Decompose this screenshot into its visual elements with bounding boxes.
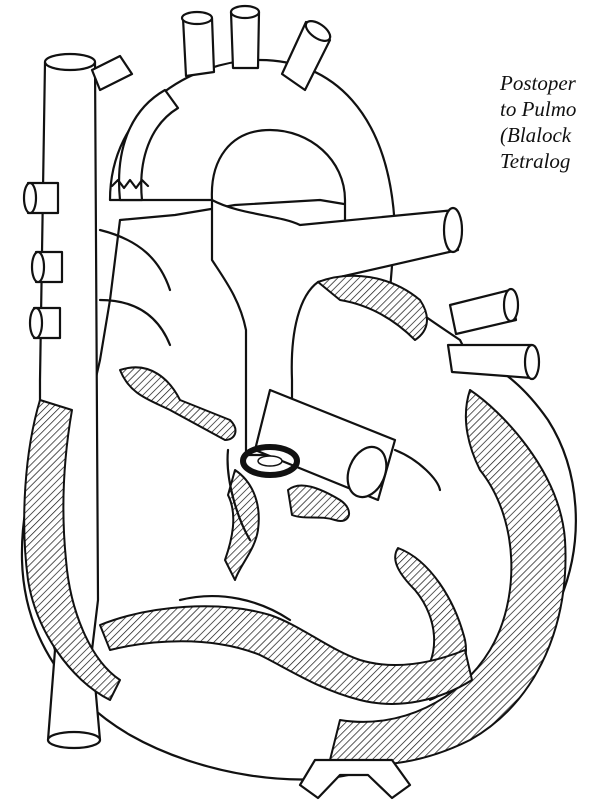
right-pulmonary-vein-1-opening bbox=[504, 289, 518, 321]
pulmonary-vein-1-opening bbox=[24, 183, 36, 213]
pulmonary-valve-inner bbox=[258, 456, 282, 466]
pulmonary-vein-2-opening bbox=[32, 252, 44, 282]
right-pulmonary-vein-2-opening bbox=[525, 345, 539, 379]
caption: Postoper to Pulmo (Blalock Tetralog bbox=[500, 70, 576, 174]
caption-line-2: to Pulmo bbox=[500, 96, 576, 122]
caption-line-3: (Blalock bbox=[500, 122, 576, 148]
left-carotid-artery bbox=[231, 12, 259, 68]
brachiocephalic-artery bbox=[183, 18, 214, 76]
pulmonary-vein-3-opening bbox=[30, 308, 42, 338]
left-carotid-opening bbox=[231, 6, 259, 18]
azygos-vessel bbox=[92, 56, 132, 90]
ivc-opening bbox=[48, 732, 100, 748]
brachiocephalic-opening bbox=[182, 12, 212, 24]
svc-opening bbox=[45, 54, 95, 70]
descending-aorta bbox=[300, 760, 410, 798]
caption-line-4: Tetralog bbox=[500, 148, 576, 174]
right-pulmonary-vein-2 bbox=[448, 345, 532, 378]
right-pulmonary-artery-opening bbox=[444, 208, 462, 252]
caption-line-1: Postoper bbox=[500, 70, 576, 96]
